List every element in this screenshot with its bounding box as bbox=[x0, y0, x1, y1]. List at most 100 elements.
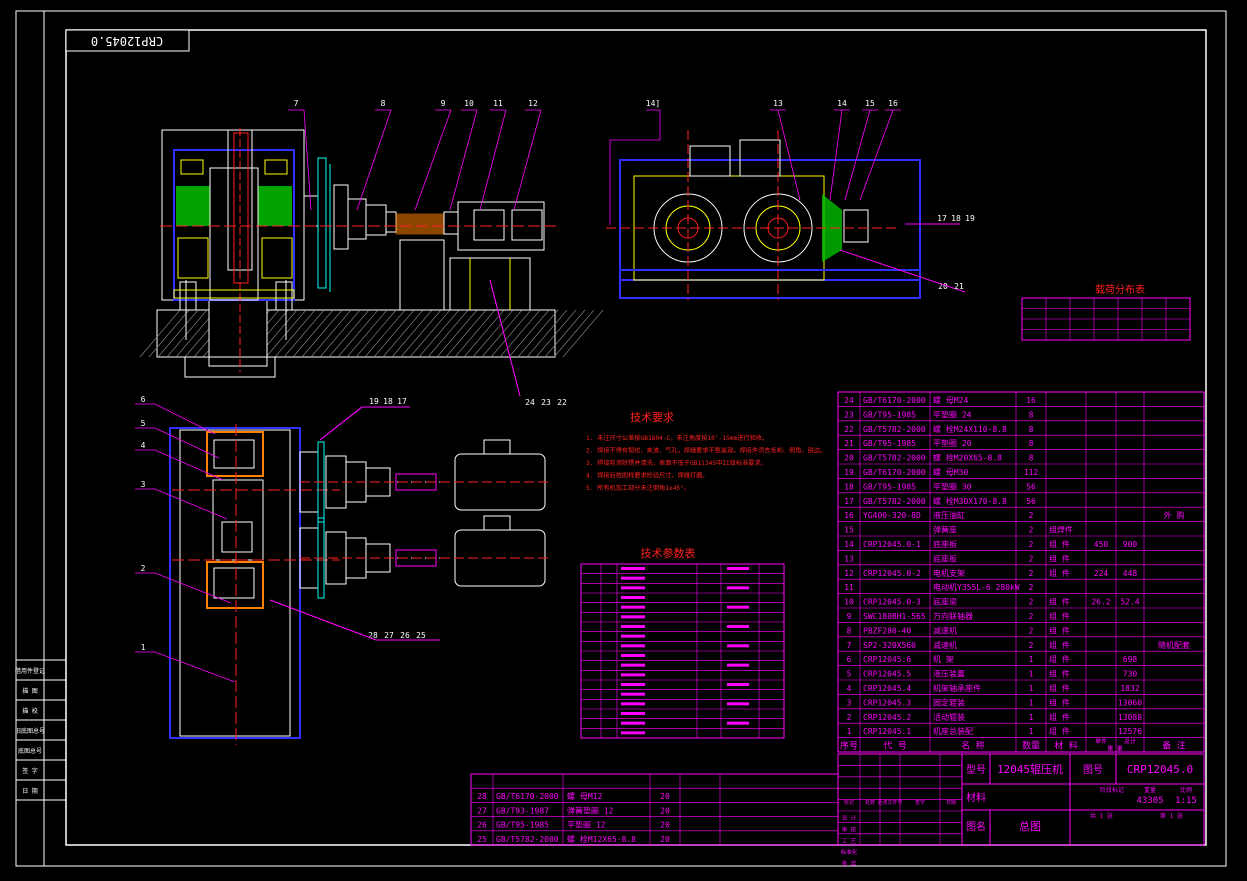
sign-label: 设 计 bbox=[842, 814, 857, 822]
bom-cell-name: 弹簧座 bbox=[933, 525, 957, 535]
bom-cell-qty: 112 bbox=[1024, 468, 1039, 477]
bom-cell-code: GB/T5782-2000 bbox=[863, 497, 926, 506]
leader-label: 26 bbox=[400, 631, 410, 640]
bom-cell-name: 电动机Y355L-6 280kW bbox=[933, 582, 1020, 592]
leader-label: 23 bbox=[541, 398, 551, 407]
bom-cell-w2: 1832 bbox=[1120, 684, 1139, 693]
bom-cell-qty: 16 bbox=[1026, 396, 1036, 405]
bom-cell-code: PBZF280-40 bbox=[863, 626, 911, 635]
leader-label: 27 bbox=[384, 631, 394, 640]
tech-params-title: 技术参数表 bbox=[641, 546, 696, 560]
leader-label: 16 bbox=[888, 99, 898, 108]
bom-cell-mat: 组 件 bbox=[1049, 640, 1070, 650]
drawing-no-label: 图号 bbox=[1083, 764, 1103, 776]
bom-cell-code: SWC180BH1-565 bbox=[863, 612, 926, 621]
leader-label: 19 bbox=[965, 214, 975, 223]
bom-cell-code: CRP12045.0-3 bbox=[863, 598, 921, 607]
left-strip-label: 签 字 bbox=[22, 767, 38, 775]
bom-cell-mat: 组 件 bbox=[1049, 597, 1070, 607]
bom-cell-no: 14 bbox=[844, 540, 854, 549]
bom-cell-qty: 2 bbox=[1029, 583, 1034, 592]
bom-cell-qty: 2 bbox=[1029, 569, 1034, 578]
bom-cell-name: 底座梁 bbox=[933, 597, 957, 607]
leader-label: 6 bbox=[141, 395, 146, 404]
bom-extra-qty: 20 bbox=[660, 792, 670, 801]
model-value: 12045辊压机 bbox=[997, 762, 1063, 776]
leader-label: 20 bbox=[938, 282, 948, 291]
bom-header-mat: 材 料 bbox=[1054, 740, 1077, 752]
bom-cell-w2: 698 bbox=[1123, 655, 1138, 664]
bom-cell-w2: 52.4 bbox=[1120, 598, 1139, 607]
bom-cell-w1: 450 bbox=[1094, 540, 1109, 549]
bom-extra-no: 27 bbox=[477, 806, 487, 815]
scale-label: 比例 bbox=[1180, 786, 1192, 794]
bom-cell-qty: 8 bbox=[1029, 439, 1034, 448]
bom-cell-w2: 12576 bbox=[1118, 727, 1142, 736]
bom-cell-mat: 组 件 bbox=[1049, 539, 1070, 549]
bom-cell-qty: 1 bbox=[1029, 684, 1034, 693]
bom-cell-qty: 2 bbox=[1029, 598, 1034, 607]
sheet-count: 共 1 张 bbox=[1090, 812, 1113, 820]
bom-cell-qty: 8 bbox=[1029, 454, 1034, 463]
bom-cell-no: 12 bbox=[844, 569, 854, 578]
bom-cell-name: 螺 母M30 bbox=[933, 467, 968, 477]
bom-extra-qty: 20 bbox=[660, 821, 670, 830]
bom-extra-qty: 20 bbox=[660, 835, 670, 844]
bom-cell-qty: 1 bbox=[1029, 670, 1034, 679]
stage-label: 阶段标记 bbox=[1100, 786, 1124, 794]
leader-label: 2 bbox=[141, 564, 146, 573]
bom-cell-w2: 730 bbox=[1123, 670, 1138, 679]
leader-label: 28 bbox=[368, 631, 378, 640]
bom-cell-name: 螺 栓M30X170-8.8 bbox=[933, 496, 1007, 506]
revision-header: 处数 bbox=[865, 799, 875, 806]
bom-cell-code: CRP12045.0-2 bbox=[863, 569, 921, 578]
bom-cell-name: 减速机 bbox=[933, 625, 957, 635]
bom-cell-qty: 8 bbox=[1029, 425, 1034, 434]
bom-cell-w1: 224 bbox=[1094, 569, 1109, 578]
bom-header-no: 序号 bbox=[840, 740, 858, 752]
leader-label: 25 bbox=[416, 631, 426, 640]
bom-cell-name: 机 架 bbox=[933, 654, 954, 664]
bom-cell-no: 1 bbox=[847, 727, 852, 736]
front-view-assembly bbox=[606, 130, 921, 300]
leader-label: 12 bbox=[528, 99, 538, 108]
bom-cell-qty: 56 bbox=[1026, 482, 1036, 491]
bom-cell-code: GB/T95-1985 bbox=[863, 482, 916, 491]
bom-cell-name: 电机支架 bbox=[933, 568, 965, 578]
leader-label: 14] bbox=[646, 99, 660, 108]
tech-requirement-line: 1. 未注尺寸公差按GB1804-C，未注角度按10'-15mm进行验收。 bbox=[586, 434, 768, 442]
bom-cell-qty: 2 bbox=[1029, 540, 1034, 549]
scale-value: 1:15 bbox=[1175, 796, 1197, 806]
leader-label: 10 bbox=[464, 99, 474, 108]
sign-label: 标准化 bbox=[841, 848, 858, 856]
tech-params-table: 技术参数表 bbox=[580, 546, 785, 739]
bom-cell-mat: 组 件 bbox=[1049, 669, 1070, 679]
bom-cell-mat: 组 件 bbox=[1049, 712, 1070, 722]
bom-cell-w2: 900 bbox=[1123, 540, 1138, 549]
bom-header-w-unit: 重 量 bbox=[1107, 745, 1123, 753]
bom-cell-note: 随机配套 bbox=[1158, 640, 1190, 650]
bom-cell-qty: 2 bbox=[1029, 511, 1034, 520]
bom-cell-w2: 13060 bbox=[1118, 698, 1142, 707]
left-strip-label: 日 期 bbox=[22, 787, 38, 795]
bom-cell-name: 螺 栓M24X110-8.8 bbox=[933, 424, 1007, 434]
side-view-assembly bbox=[139, 128, 604, 378]
bom-cell-qty: 1 bbox=[1029, 713, 1034, 722]
bom-cell-note: 外 购 bbox=[1164, 510, 1185, 520]
bom-cell-code: CRP12045.4 bbox=[863, 684, 911, 693]
tech-requirement-line: 4. 焊接后按图样要求检验尺寸，焊缝打磨。 bbox=[586, 472, 709, 480]
leader-label: 7 bbox=[294, 99, 299, 108]
bom-cell-code: GB/T95-1985 bbox=[863, 410, 916, 419]
leader-label: 8 bbox=[381, 99, 386, 108]
bom-cell-mat: 组 件 bbox=[1049, 611, 1070, 621]
bom-cell-no: 18 bbox=[844, 482, 854, 491]
leader-label: 9 bbox=[441, 99, 446, 108]
bom-cell-code: CRP12045.0-1 bbox=[863, 540, 921, 549]
bom-extra-no: 28 bbox=[477, 792, 487, 801]
bom-cell-w1: 26.2 bbox=[1091, 598, 1110, 607]
